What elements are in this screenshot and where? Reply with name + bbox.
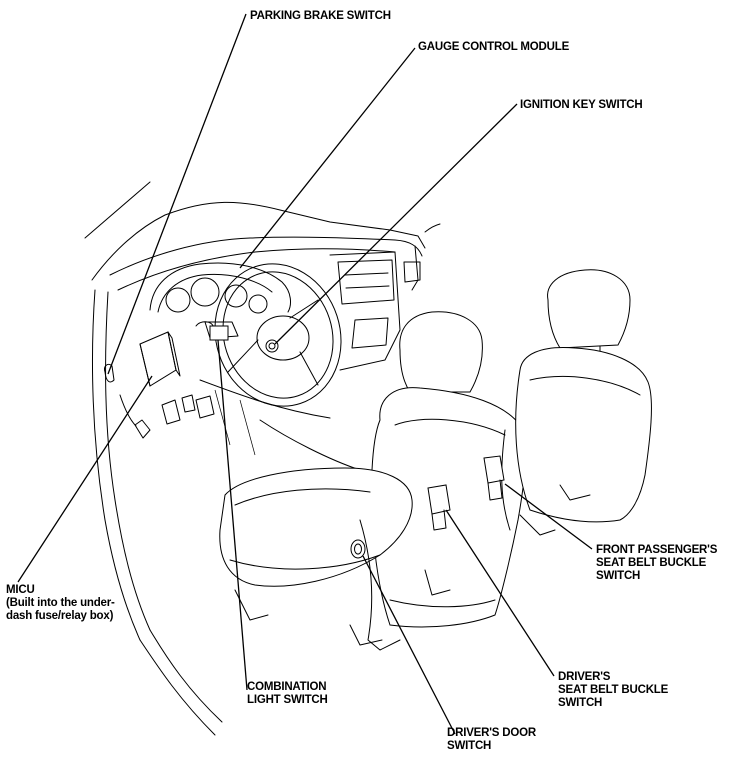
label-line: MICU xyxy=(6,584,35,596)
label-line: SWITCH xyxy=(447,740,492,752)
label-line: LIGHT SWITCH xyxy=(247,694,328,706)
label-line: COMBINATION xyxy=(247,681,327,693)
label-line: PARKING BRAKE SWITCH xyxy=(250,10,391,22)
leader-drivers-belt xyxy=(445,509,555,677)
label-ignition-key-switch: IGNITION KEY SWITCH xyxy=(520,99,643,112)
label-drivers-belt-switch: DRIVER'S SEAT BELT BUCKLE SWITCH xyxy=(558,671,668,710)
label-line: (Built into the under- xyxy=(6,597,115,609)
leader-micu xyxy=(17,375,153,583)
label-line: IGNITION KEY SWITCH xyxy=(520,99,643,111)
leader-parking-brake xyxy=(107,13,247,375)
label-line: SEAT BELT BUCKLE xyxy=(558,684,669,696)
label-line: dash fuse/relay box) xyxy=(6,610,114,622)
label-gauge-control-module: GAUGE CONTROL MODULE xyxy=(418,41,569,54)
vehicle-interior-drawing xyxy=(84,181,652,736)
label-parking-brake-switch: PARKING BRAKE SWITCH xyxy=(250,10,391,23)
label-line: GAUGE CONTROL MODULE xyxy=(418,41,570,53)
leader-front-passenger xyxy=(504,483,593,550)
label-micu: MICU (Built into the under- dash fuse/re… xyxy=(6,584,115,623)
label-drivers-door-switch: DRIVER'S DOOR SWITCH xyxy=(447,727,536,753)
leader-combination-light xyxy=(217,339,248,691)
leader-ignition-key xyxy=(274,103,518,345)
label-line: FRONT PASSENGER'S xyxy=(596,544,718,556)
label-front-passenger-belt-switch: FRONT PASSENGER'S SEAT BELT BUCKLE SWITC… xyxy=(596,544,717,583)
label-combination-light-switch: COMBINATION LIGHT SWITCH xyxy=(247,681,328,707)
leader-lines xyxy=(17,13,593,735)
label-line: DRIVER'S xyxy=(558,671,611,683)
leader-drivers-door xyxy=(362,555,456,735)
label-line: DRIVER'S DOOR xyxy=(447,727,536,739)
leader-gauge-control xyxy=(239,47,416,269)
label-line: SEAT BELT BUCKLE xyxy=(596,557,707,569)
label-line: SWITCH xyxy=(558,697,603,709)
label-line: SWITCH xyxy=(596,570,641,582)
